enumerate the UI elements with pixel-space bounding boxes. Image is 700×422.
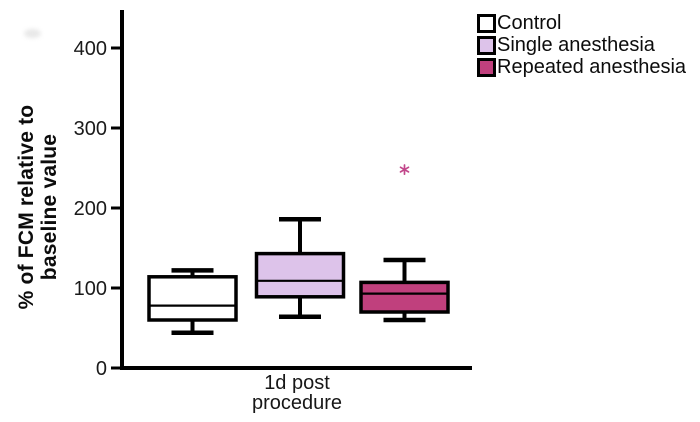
- y-tick-label: 400: [74, 38, 107, 60]
- legend-label-control: Control: [497, 12, 562, 34]
- legend: Control Single anesthesia Repeated anest…: [477, 12, 686, 78]
- y-tick-label: 200: [74, 198, 107, 220]
- legend-item-control: Control: [477, 12, 686, 34]
- x-category-line2: procedure: [251, 392, 343, 414]
- legend-item-repeated-anesthesia: Repeated anesthesia: [477, 56, 686, 78]
- iqr-box: [359, 280, 450, 314]
- x-category-label: 1d post procedure: [197, 373, 397, 413]
- y-tick-label: 100: [74, 278, 107, 300]
- artifact-smudge: [24, 29, 41, 38]
- legend-swatch-control: [477, 13, 496, 33]
- legend-label-repeated-anesthesia: Repeated anesthesia: [497, 56, 687, 78]
- legend-swatch-single-anesthesia: [477, 35, 496, 55]
- legend-item-single-anesthesia: Single anesthesia: [477, 34, 686, 56]
- iqr-box: [254, 251, 346, 299]
- y-tick-label: 0: [96, 358, 107, 380]
- legend-swatch-repeated-anesthesia: [477, 57, 496, 77]
- y-tick-label: 300: [74, 118, 107, 140]
- iqr-box: [147, 275, 238, 322]
- outlier-star: [399, 166, 410, 173]
- legend-label-single-anesthesia: Single anesthesia: [497, 34, 655, 56]
- x-category-line1: 1d post: [264, 372, 330, 394]
